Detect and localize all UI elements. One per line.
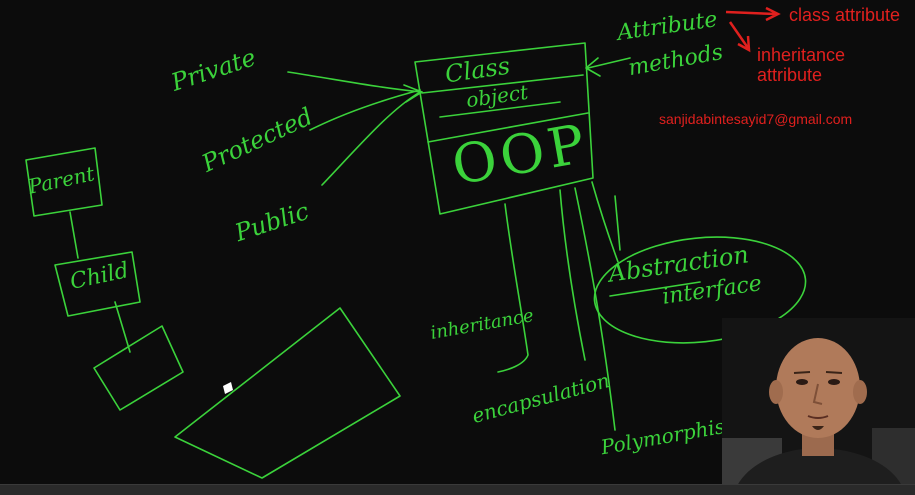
grandchild-box xyxy=(93,325,184,411)
abstraction-underline xyxy=(609,281,701,297)
private-arrow xyxy=(287,71,423,93)
parent-box xyxy=(25,147,103,217)
large-shape xyxy=(174,307,401,479)
presenter-icon xyxy=(722,318,915,486)
arrowhead-left xyxy=(403,84,423,103)
presenter-webcam xyxy=(722,318,915,486)
annotation-inheritance-attribute: inheritance attribute xyxy=(757,45,846,86)
pen-cursor xyxy=(223,382,233,394)
child-box xyxy=(54,251,141,317)
child-grandchild-link xyxy=(114,301,131,353)
inheritance-leg xyxy=(497,203,529,373)
annotation-inheritance-line2: attribute xyxy=(757,64,823,85)
annotation-class-attribute: class attribute xyxy=(789,5,901,25)
attribute-arrow xyxy=(585,57,631,77)
public-arrow xyxy=(321,91,421,186)
protected-arrow xyxy=(309,89,421,131)
class-box-divider-1 xyxy=(421,74,584,94)
polymorphism-leg xyxy=(574,187,616,431)
object-underline xyxy=(439,101,561,118)
abstraction-leg xyxy=(591,181,619,263)
class-box-divider-2 xyxy=(427,112,589,143)
parent-child-link xyxy=(69,211,79,259)
class-box xyxy=(414,42,594,215)
bottom-bar xyxy=(0,484,915,495)
abstraction-leg-2 xyxy=(614,195,621,251)
red-arrow-class-attribute xyxy=(725,6,781,22)
abstraction-ellipse xyxy=(593,236,807,344)
red-arrow-inheritance-attribute xyxy=(728,21,751,53)
email-address: sanjidabintesayid7@gmail.com xyxy=(659,111,853,127)
encapsulation-leg xyxy=(559,189,586,361)
annotation-inheritance-line1: inheritance xyxy=(757,45,846,65)
